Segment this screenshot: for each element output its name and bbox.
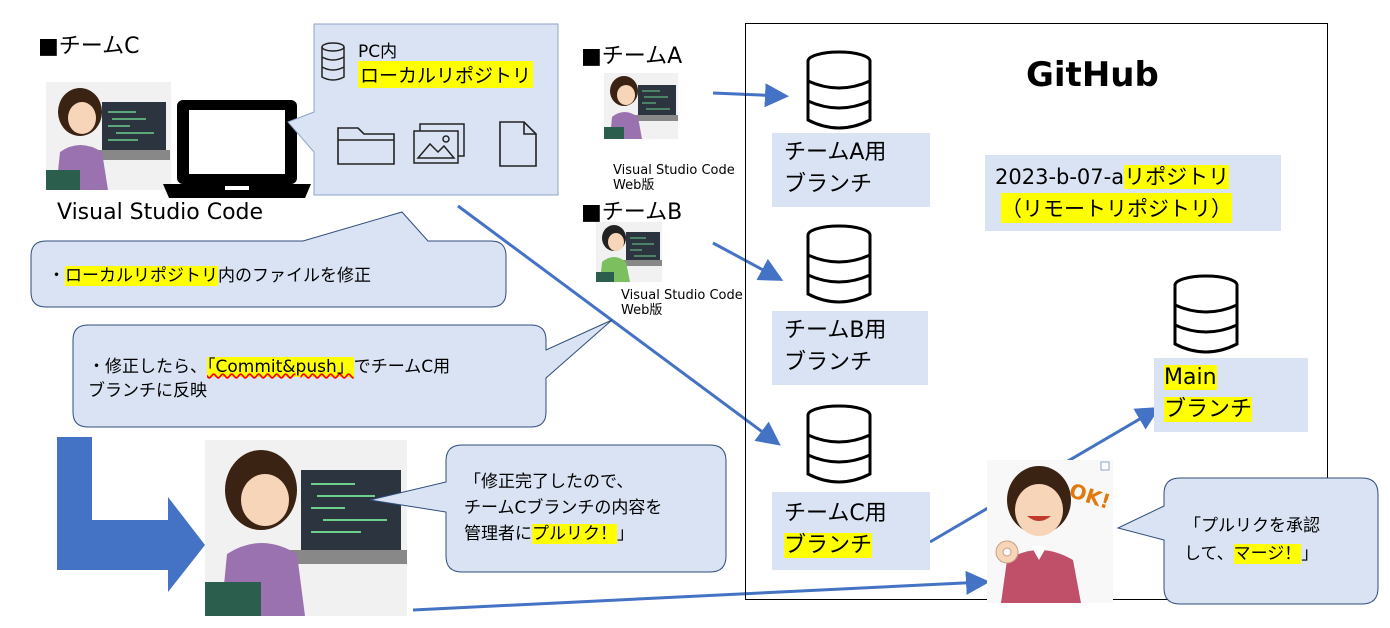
team-a-heading: ■チームA bbox=[581, 44, 683, 69]
main-line2: ブランチ bbox=[1164, 397, 1253, 422]
admin-callout-text: 「プルリクを承認 して、マージ！」 bbox=[1184, 512, 1320, 568]
programmer-illustration-large bbox=[205, 440, 407, 616]
admin-line1: 「プルリクを承認 bbox=[1184, 516, 1320, 536]
team-a-tool: Visual Studio Code Web版 bbox=[613, 163, 735, 193]
programmer-illustration-team-c bbox=[46, 82, 171, 190]
team-a-tool-line2: Web版 bbox=[613, 178, 655, 193]
image-files-icon bbox=[412, 122, 466, 170]
arrow-pr-to-admin bbox=[412, 570, 990, 612]
pc-label: PC内 bbox=[358, 42, 398, 62]
repo-sub: （リモートリポジトリ） bbox=[1001, 193, 1232, 223]
team-a-tool-line1: Visual Studio Code bbox=[613, 163, 735, 178]
team-c-heading: ■チームC bbox=[38, 34, 140, 59]
admin-line2-highlight: マージ！ bbox=[1233, 544, 1302, 564]
laptop-icon bbox=[163, 96, 311, 200]
team-c-tool-label: Visual Studio Code bbox=[57, 200, 264, 225]
github-title: GitHub bbox=[1026, 55, 1159, 95]
arrow-team-a-to-branch bbox=[712, 83, 789, 108]
edit-suffix: 内のファイルを修正 bbox=[218, 266, 371, 286]
commit-line1-highlight: 「Commit&push」 bbox=[207, 357, 354, 377]
branch-a-label: チームA用 ブランチ bbox=[772, 133, 930, 207]
commit-line2: ブランチに反映 bbox=[88, 381, 207, 401]
pr-line3-prefix: 管理者に bbox=[464, 524, 532, 544]
main-branch-label: Main ブランチ bbox=[1154, 358, 1308, 432]
branch-a-line1: チームA用 bbox=[784, 140, 887, 165]
big-l-arrow bbox=[57, 437, 205, 592]
database-icon bbox=[320, 42, 346, 86]
pr-callout-text: 「修正完了したので、 チームCブランチの内容を 管理者にプルリク！」 bbox=[464, 469, 662, 547]
admin-line2-suffix: 」 bbox=[1301, 544, 1319, 564]
pr-line3-suffix: 」 bbox=[617, 524, 634, 544]
repo-word: リポジトリ bbox=[1124, 165, 1230, 189]
commit-line1-prefix: ・修正したら、 bbox=[88, 357, 207, 377]
branch-b-label: チームB用 ブランチ bbox=[772, 311, 928, 385]
document-icon bbox=[498, 120, 538, 172]
edit-highlight: ローカルリポジトリ bbox=[65, 266, 218, 286]
database-icon-main bbox=[1173, 274, 1239, 360]
branch-c-line2: ブランチ bbox=[784, 533, 873, 558]
pr-line3-highlight: プルリク！ bbox=[532, 524, 617, 544]
pr-line1: 「修正完了したので、 bbox=[464, 472, 634, 492]
arrow-team-c-to-branch bbox=[457, 204, 781, 446]
pr-line2: チームCブランチの内容を bbox=[464, 498, 663, 518]
pc-callout: PC内 ローカルリポジトリ bbox=[314, 24, 558, 195]
commit-callout-text: ・修正したら、「Commit&push」でチームC用 ブランチに反映 bbox=[88, 355, 450, 403]
team-b-tool: Visual Studio Code Web版 bbox=[621, 288, 743, 318]
branch-b-line1: チームB用 bbox=[784, 318, 887, 343]
branch-a-line2: ブランチ bbox=[784, 172, 873, 197]
admin-line2-prefix: して、 bbox=[1184, 544, 1234, 564]
repo-name: 2023-b-07-a bbox=[995, 165, 1125, 189]
programmer-illustration-team-a bbox=[604, 73, 678, 139]
repo-title-line: 2023-b-07-aリポジトリ bbox=[995, 161, 1230, 191]
admin-ok-illustration: OK! bbox=[987, 460, 1113, 603]
remote-repo-box: 2023-b-07-aリポジトリ （リモートリポジトリ） bbox=[985, 155, 1281, 231]
edit-callout-text: ・ローカルリポジトリ内のファイルを修正 bbox=[48, 261, 371, 286]
edit-prefix: ・ bbox=[48, 266, 65, 286]
branch-b-line2: ブランチ bbox=[784, 350, 873, 375]
database-icon-branch-c bbox=[806, 404, 872, 490]
team-b-heading: ■チームB bbox=[581, 200, 683, 225]
main-line1: Main bbox=[1164, 365, 1217, 390]
local-repo-label: ローカルリポジトリ bbox=[358, 61, 534, 88]
commit-line1-suffix: でチームC用 bbox=[353, 357, 451, 377]
programmer-illustration-team-b bbox=[596, 222, 662, 282]
database-icon-branch-b bbox=[806, 224, 872, 310]
branch-c-line1: チームC用 bbox=[784, 501, 887, 526]
branch-c-label: チームC用 ブランチ bbox=[772, 492, 930, 570]
folder-icon bbox=[336, 120, 396, 170]
database-icon-branch-a bbox=[806, 50, 872, 136]
team-b-tool-line2: Web版 bbox=[621, 303, 663, 318]
team-b-tool-line1: Visual Studio Code bbox=[621, 288, 743, 303]
